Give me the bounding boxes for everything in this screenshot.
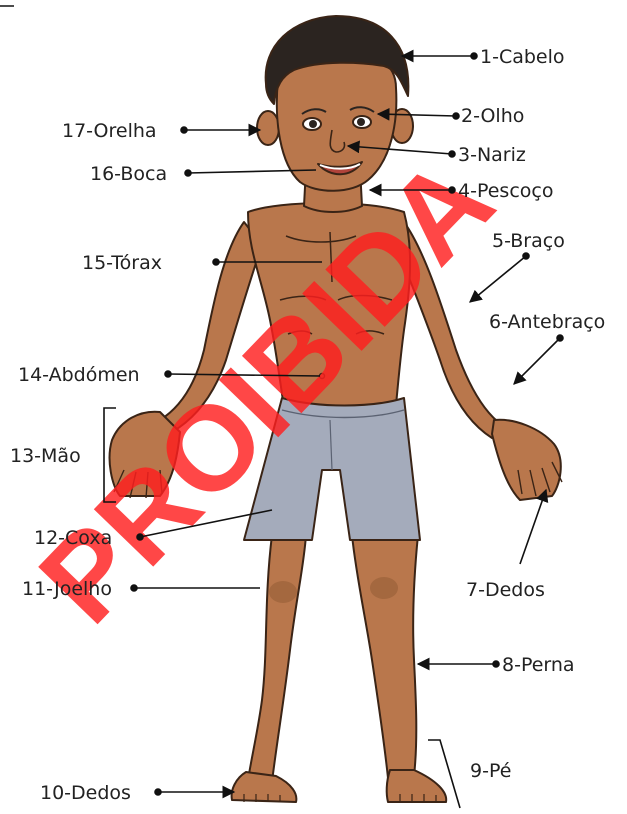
label-pescoco: 4-Pescoço bbox=[458, 180, 553, 202]
left-leg bbox=[248, 535, 306, 782]
label-nariz: 3-Nariz bbox=[458, 144, 526, 166]
label-torax: 15-Tórax bbox=[82, 252, 162, 274]
label-dedos-pe: 10-Dedos bbox=[40, 782, 131, 804]
leader-antebraco bbox=[514, 338, 560, 384]
label-abdomen: 14-Abdómen bbox=[18, 364, 140, 386]
label-pe: 9-Pé bbox=[470, 760, 511, 782]
label-joelho: 11-Joelho bbox=[22, 578, 112, 600]
right-leg bbox=[352, 535, 418, 778]
right-hand bbox=[492, 420, 561, 500]
leader-dedos-mao bbox=[520, 490, 546, 564]
label-mao: 13-Mão bbox=[10, 445, 81, 467]
label-cabelo: 1-Cabelo bbox=[480, 46, 565, 68]
label-antebraco: 6-Antebraço bbox=[489, 311, 605, 333]
label-olho: 2-Olho bbox=[461, 105, 524, 127]
label-coxa: 12-Coxa bbox=[34, 527, 112, 549]
right-foot bbox=[387, 770, 447, 802]
label-boca: 16-Boca bbox=[90, 163, 167, 185]
left-foot bbox=[232, 772, 297, 802]
label-dedos-mao: 7-Dedos bbox=[466, 579, 545, 601]
left-ear bbox=[257, 111, 279, 145]
label-perna: 8-Perna bbox=[502, 654, 575, 676]
label-orelha: 17-Orelha bbox=[62, 120, 157, 142]
label-braco: 5-Braço bbox=[492, 230, 565, 252]
